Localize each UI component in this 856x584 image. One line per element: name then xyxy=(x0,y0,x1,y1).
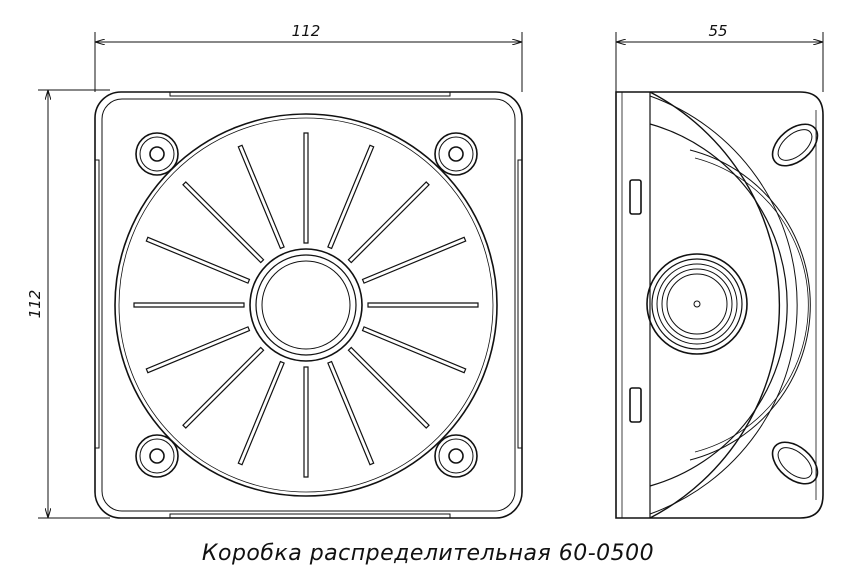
dimension-depth-side xyxy=(615,32,824,92)
lid-rib xyxy=(327,360,375,466)
side-entry-top xyxy=(771,123,819,167)
dimension-height-front xyxy=(38,89,110,519)
side-outer-body xyxy=(615,91,824,519)
lid-rib xyxy=(347,346,430,429)
side-lid-arc-outer xyxy=(649,91,781,519)
screw-hole-top-right xyxy=(434,132,478,176)
screw-hole-top-left xyxy=(135,132,179,176)
dimension-depth-label: 55 xyxy=(708,22,727,40)
center-gland-outer xyxy=(249,248,363,362)
side-gland xyxy=(646,253,748,355)
front-lid-inner-circle xyxy=(118,117,494,493)
side-slot-top xyxy=(629,179,642,215)
front-lid-circle xyxy=(114,113,498,497)
lid-rib xyxy=(303,366,309,478)
side-view xyxy=(615,91,824,519)
dimension-height-label: 112 xyxy=(26,290,44,319)
front-inner-body xyxy=(101,98,516,512)
lid-rib xyxy=(133,302,245,308)
side-entry-bottom xyxy=(771,441,819,485)
lid-rib xyxy=(347,181,430,264)
lid-rib xyxy=(145,236,251,284)
screw-hole-bottom-left xyxy=(135,434,179,478)
lid-ribs xyxy=(133,132,479,478)
drawing-caption: Коробка распределительная 60-0500 xyxy=(202,541,654,566)
lid-rib xyxy=(237,144,285,250)
center-gland-ring xyxy=(255,254,357,356)
center-gland-inner xyxy=(261,260,351,350)
lid-rib xyxy=(361,326,467,374)
lid-rib xyxy=(237,360,285,466)
lid-rib xyxy=(361,236,467,284)
lid-rib xyxy=(145,326,251,374)
front-view xyxy=(94,91,523,519)
dimension-width-label: 112 xyxy=(292,22,321,40)
lid-rib xyxy=(327,144,375,250)
side-slot-bottom xyxy=(629,387,642,423)
front-outer-body xyxy=(94,91,523,519)
lid-rib xyxy=(182,346,265,429)
lid-rib xyxy=(367,302,479,308)
lid-rib xyxy=(303,132,309,244)
dimension-width-front xyxy=(94,32,523,92)
lid-rib xyxy=(182,181,265,264)
screw-hole-bottom-right xyxy=(434,434,478,478)
